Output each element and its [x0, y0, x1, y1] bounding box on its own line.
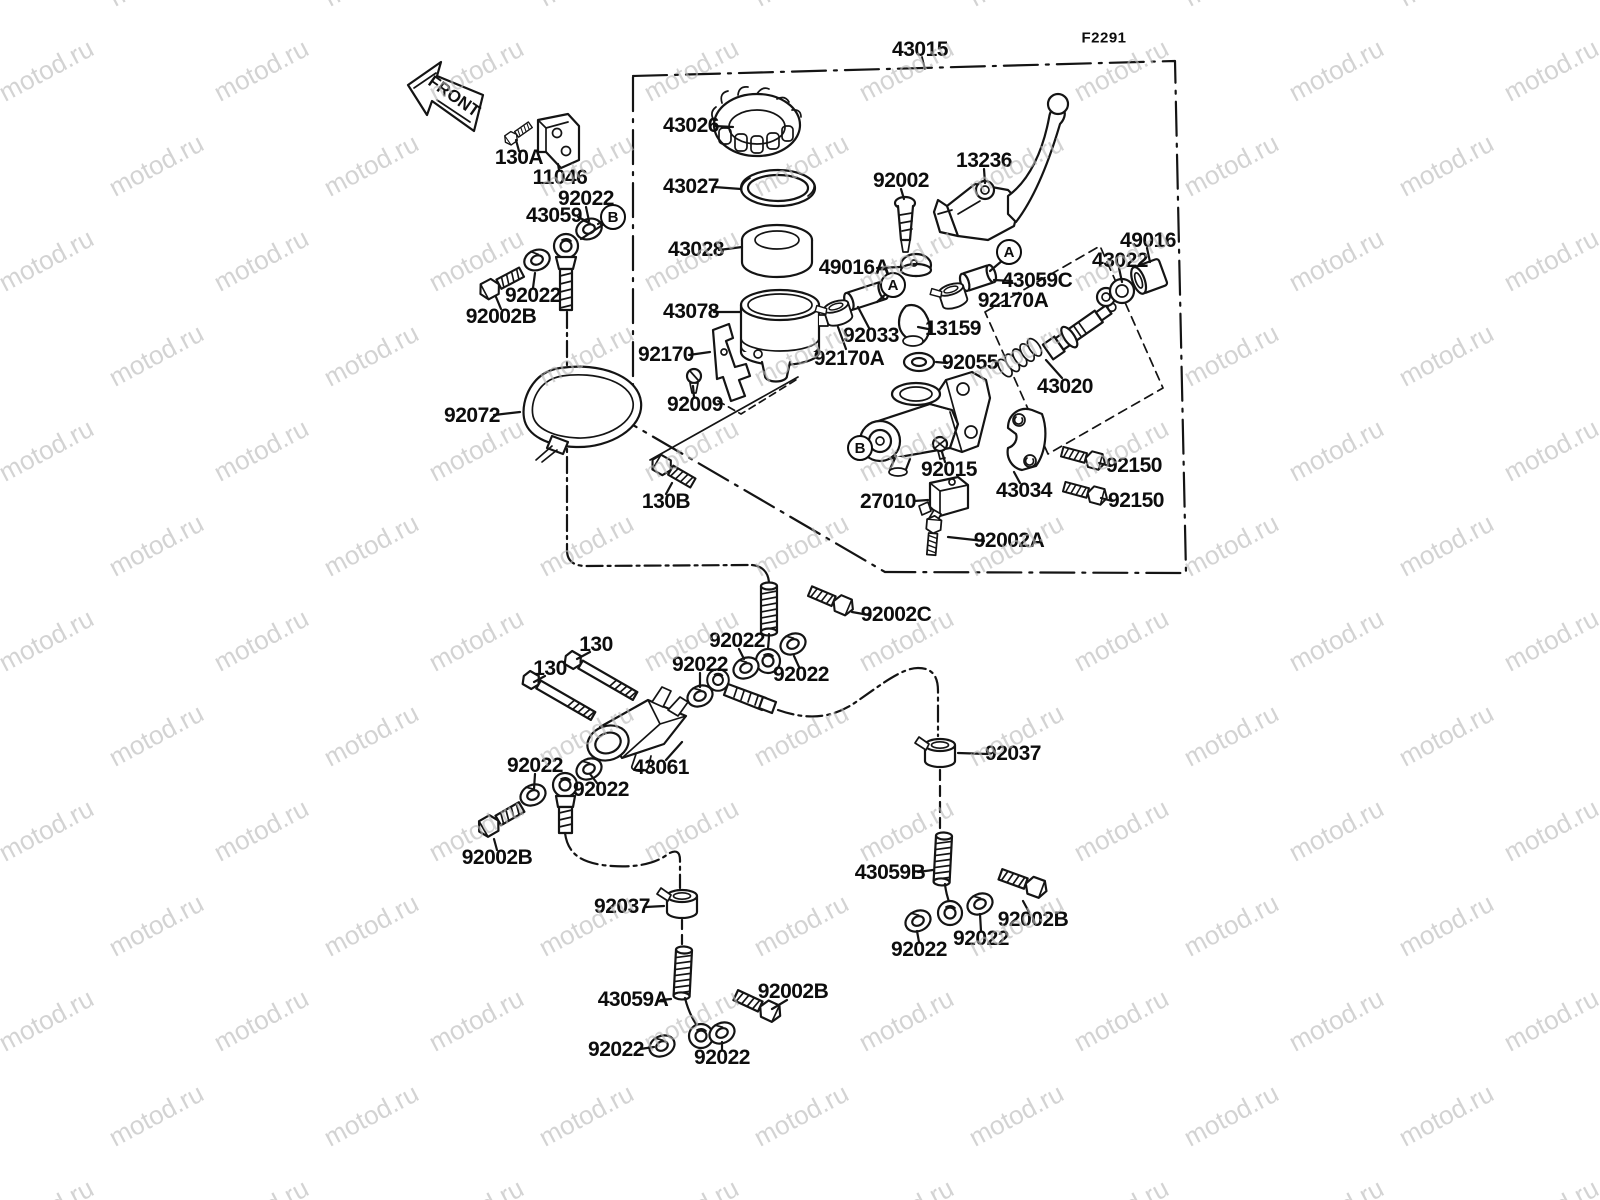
part-label-27010: 27010	[860, 490, 916, 513]
part-label-13159: 13159	[925, 317, 981, 340]
part-label-43015: 43015	[892, 38, 948, 61]
reservoir-43078	[739, 288, 829, 383]
part-label-43026: 43026	[663, 114, 719, 137]
part-label-92002B: 92002B	[461, 846, 533, 869]
part-label-43027: 43027	[663, 175, 719, 198]
part-label-92022: 92022	[505, 284, 561, 307]
part-label-92022: 92022	[588, 1038, 644, 1061]
part-label-43059A: 43059A	[597, 988, 669, 1011]
part-label-43059B: 43059B	[854, 861, 926, 884]
part-label-92022: 92022	[709, 629, 765, 652]
circled-letter-B: B	[847, 435, 873, 461]
part-label-43022: 43022	[1092, 249, 1148, 272]
bolt-92002b	[996, 864, 1051, 901]
part-label-11046: 11046	[532, 166, 588, 189]
part-label-92072: 92072	[444, 404, 500, 427]
clamp-92037-right	[913, 735, 957, 769]
part-label-49016A: 49016A	[818, 256, 890, 279]
part-label-92022: 92022	[891, 938, 947, 961]
clamp-43034	[1006, 407, 1047, 472]
screw-92015	[931, 435, 949, 460]
part-label-92022: 92022	[773, 663, 829, 686]
part-label-92033: 92033	[843, 324, 899, 347]
fitting-43059	[475, 214, 606, 312]
part-label-92002B: 92002B	[997, 908, 1069, 931]
hose-43059a	[672, 944, 694, 1001]
band-92072	[522, 365, 643, 463]
leader-lines	[492, 124, 1152, 1052]
cap-49016a	[899, 252, 933, 278]
washer-92022	[644, 1030, 680, 1062]
circled-letter-A: A	[880, 272, 906, 298]
part-label-43061: 43061	[633, 756, 689, 779]
fitting-lower-left	[473, 753, 607, 841]
clamp-92170a-right	[927, 278, 970, 315]
part-label-92002B: 92002B	[465, 305, 537, 328]
washer-92022	[775, 628, 811, 660]
cap-ring-43027	[739, 168, 817, 208]
part-label-92022: 92022	[558, 187, 614, 210]
part-label-92002: 92002	[873, 169, 929, 192]
bolt-92002c	[805, 582, 858, 619]
part-label-92002C: 92002C	[860, 603, 932, 626]
lever-guard-92170	[685, 322, 752, 403]
bolt-92150-lower	[1061, 477, 1110, 507]
part-label-92055: 92055	[942, 351, 998, 374]
part-label-92022: 92022	[953, 927, 1009, 950]
part-label-130: 130	[533, 657, 567, 680]
junction-43061	[586, 686, 689, 772]
part-label-92022: 92022	[573, 778, 629, 801]
part-label-92170A: 92170A	[977, 289, 1049, 312]
part-label-13236: 13236	[956, 149, 1012, 172]
clamp-92037-left	[655, 886, 699, 920]
bolt-92002a	[923, 514, 943, 557]
adjuster-fitting	[706, 668, 778, 715]
part-label-92009: 92009	[667, 393, 723, 416]
oring-43022	[1095, 277, 1136, 308]
part-label-43059C: 43059C	[1001, 269, 1073, 292]
hose-route-left	[563, 831, 682, 890]
part-label-49016: 49016	[1120, 229, 1176, 252]
hose-route-right	[776, 666, 940, 738]
reservoir-cap-43026	[711, 86, 802, 158]
part-label-92022: 92022	[507, 754, 563, 777]
part-label-92170: 92170	[638, 343, 694, 366]
bushing-49016	[1130, 258, 1169, 295]
part-label-92002B: 92002B	[757, 980, 829, 1003]
part-label-43059: 43059	[526, 204, 582, 227]
part-label-92002A: 92002A	[973, 529, 1045, 552]
part-label-130B: 130B	[641, 490, 691, 513]
part-label-F2291: F2291	[1081, 29, 1127, 47]
part-label-92015: 92015	[921, 458, 977, 481]
bolt-130-upper	[560, 648, 640, 704]
part-label-43034: 43034	[996, 479, 1052, 502]
part-label-92022: 92022	[694, 1046, 750, 1069]
hose-43059b	[932, 830, 954, 887]
part-label-43028: 43028	[668, 238, 724, 261]
banjo-eye	[936, 899, 964, 927]
front-arrow: FRONT	[406, 60, 485, 133]
elbow-13159	[897, 303, 931, 347]
part-label-92150: 92150	[1108, 489, 1164, 512]
piston-kit-43020	[984, 245, 1164, 455]
part-label-130: 130	[579, 633, 613, 656]
bracket-11046	[501, 112, 581, 170]
part-label-92170A: 92170A	[813, 347, 885, 370]
bolt-92002	[893, 195, 917, 253]
part-label-43020: 43020	[1037, 375, 1093, 398]
part-label-92022: 92022	[672, 653, 728, 676]
part-label-92037: 92037	[985, 742, 1041, 765]
part-label-92037: 92037	[594, 895, 650, 918]
diaphragm-cup-43028	[740, 223, 814, 279]
part-label-92150: 92150	[1106, 454, 1162, 477]
assembly-border	[631, 56, 1188, 575]
part-label-130A: 130A	[494, 146, 544, 169]
circled-letter-B: B	[600, 204, 626, 230]
washer-92055	[902, 351, 936, 373]
pipe-43059c	[958, 263, 998, 293]
part-label-43078: 43078	[663, 300, 719, 323]
bolt-92150-upper	[1059, 442, 1108, 472]
circled-letter-A: A	[996, 239, 1022, 265]
